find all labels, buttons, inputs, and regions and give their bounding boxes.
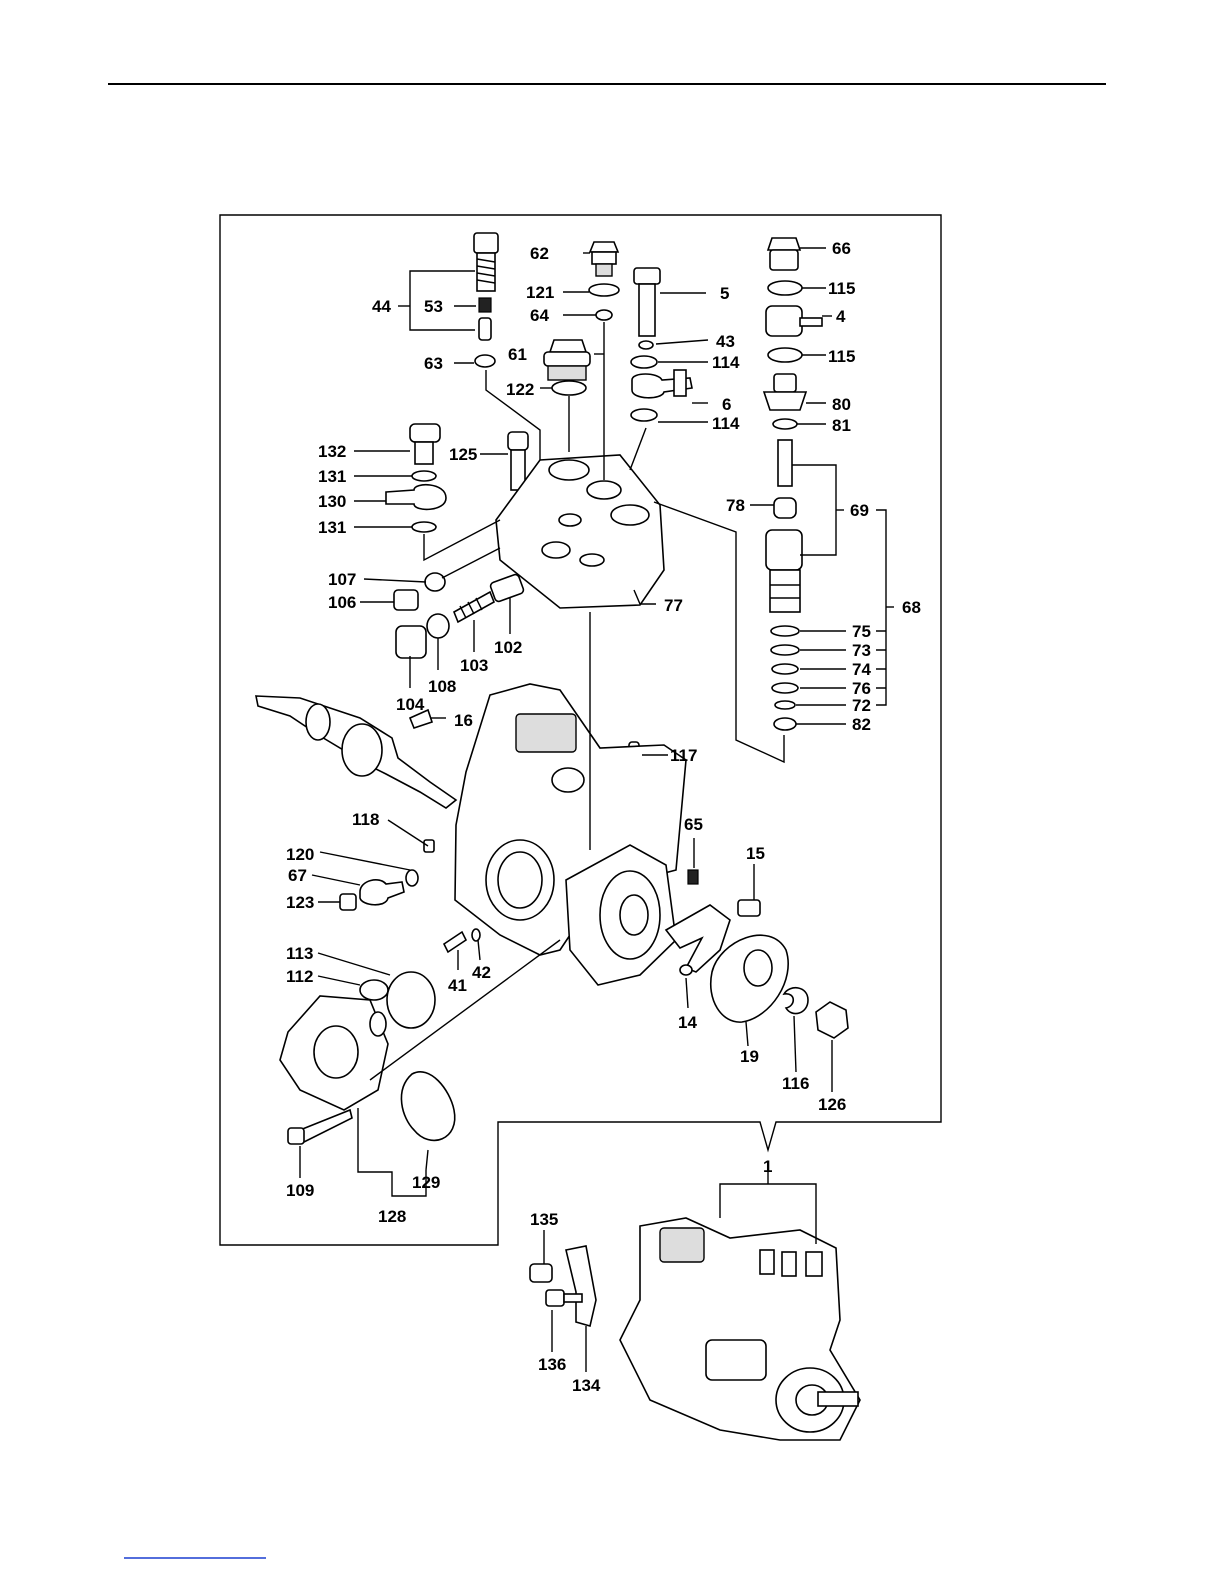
callout-82: 82 [852,715,871,734]
callout-66: 66 [832,239,851,258]
callout-132: 132 [318,442,346,461]
parts-drawings [256,233,860,1440]
callout-67: 67 [288,866,307,885]
callout-117: 117 [670,746,697,765]
callout-69: 69 [850,501,869,520]
callout-62: 62 [530,244,549,263]
callout-109: 109 [286,1181,314,1200]
callout-5: 5 [720,284,729,303]
callout-16: 16 [454,711,473,730]
callout-75: 75 [852,622,871,641]
callout-112: 112 [286,967,313,986]
callout-6: 6 [722,395,731,414]
callout-102: 102 [494,638,522,657]
callout-123: 123 [286,893,314,912]
callout-44: 44 [372,297,391,316]
callout-73: 73 [852,641,871,660]
callout-118: 118 [352,810,379,829]
callout-120: 120 [286,845,314,864]
callout-129: 129 [412,1173,440,1192]
callout-19: 19 [740,1047,759,1066]
callout-104: 104 [396,695,425,714]
callout-108: 108 [428,677,456,696]
callout-126: 126 [818,1095,846,1114]
callout-136: 136 [538,1355,566,1374]
callout-131-b: 131 [318,518,346,537]
callout-128: 128 [378,1207,406,1226]
callout-114-a: 114 [712,353,740,372]
callout-72: 72 [852,696,871,715]
callout-77: 77 [664,596,683,615]
callout-135: 135 [530,1210,558,1229]
callout-15: 15 [746,844,765,863]
callout-14: 14 [678,1013,697,1032]
callout-63: 63 [424,354,443,373]
callout-80: 80 [832,395,851,414]
callout-64: 64 [530,306,549,325]
callout-74: 74 [852,660,871,679]
callout-107: 107 [328,570,356,589]
callout-106: 106 [328,593,356,612]
callout-115-b: 115 [828,347,855,366]
callout-65: 65 [684,815,703,834]
callout-122: 122 [506,380,534,399]
callout-131-a: 131 [318,467,346,486]
callout-113: 113 [286,944,313,963]
callout-61: 61 [508,345,527,364]
callout-125: 125 [449,445,477,464]
callout-116: 116 [782,1074,809,1093]
callout-53: 53 [424,297,443,316]
callout-42: 42 [472,963,491,982]
callout-68: 68 [902,598,921,617]
callout-78: 78 [726,496,745,515]
callout-115-a: 115 [828,279,855,298]
callout-4: 4 [836,307,846,326]
callout-1: 1 [763,1157,772,1176]
callout-81: 81 [832,416,851,435]
callout-134: 134 [572,1376,601,1395]
callout-130: 130 [318,492,346,511]
callout-121: 121 [526,283,554,302]
callout-103: 103 [460,656,488,675]
callout-43: 43 [716,332,735,351]
callout-41: 41 [448,976,467,995]
callout-114-b: 114 [712,414,740,433]
